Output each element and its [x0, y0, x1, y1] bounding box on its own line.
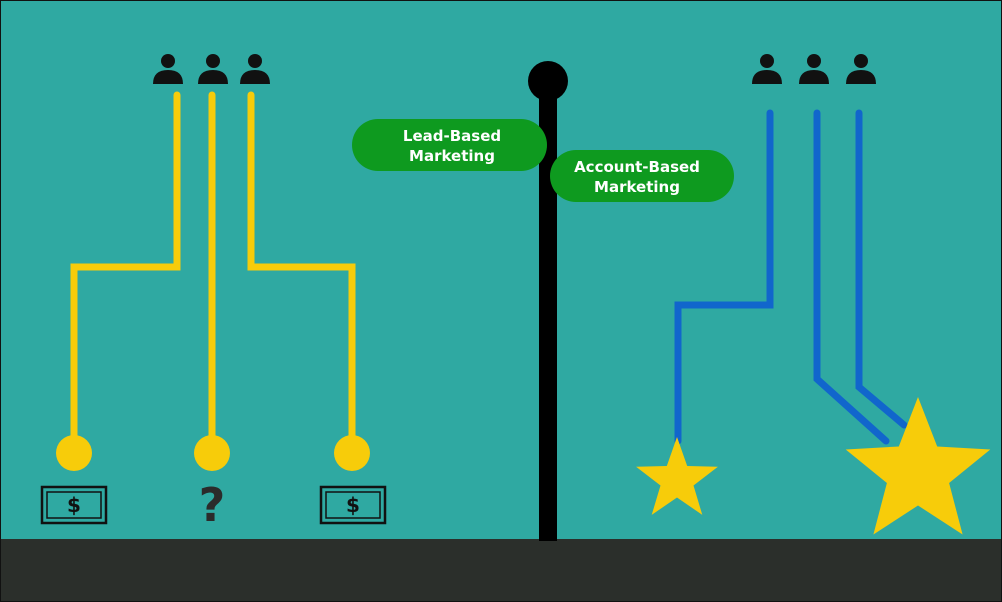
account-path-left [674, 109, 774, 445]
question-mark-icon: ? [199, 478, 226, 532]
account-sign-line1: Account-Based [574, 158, 700, 176]
dollar-bill-icon: $ [319, 485, 387, 525]
account-path-middle [813, 109, 890, 445]
dollar-bill-icon: $ [40, 485, 108, 525]
dollar-symbol: $ [67, 493, 81, 517]
account-based-sign: Account-Based Marketing [550, 150, 734, 202]
account-path-right [855, 109, 908, 429]
person-icon [752, 54, 782, 84]
person-icon [240, 54, 270, 84]
signpost-cap [528, 61, 568, 101]
person-icon [153, 54, 183, 84]
lead-based-sign: Lead-Based Marketing [352, 119, 547, 171]
star-icon [636, 437, 718, 515]
lead-path-left [70, 91, 181, 457]
person-icon [846, 54, 876, 84]
lead-endpoints [56, 435, 370, 471]
lead-sign-line1: Lead-Based [403, 127, 501, 145]
lead-people-group [153, 54, 270, 84]
person-icon [198, 54, 228, 84]
lead-path-right [247, 91, 356, 457]
ground [1, 539, 1001, 601]
lead-endpoint-middle [194, 435, 230, 471]
lead-endpoint-left [56, 435, 92, 471]
lead-paths [70, 91, 356, 457]
lead-endpoint-right [334, 435, 370, 471]
dollar-symbol: $ [346, 493, 360, 517]
signpost-pole [539, 85, 557, 541]
lead-sign-line2: Marketing [409, 147, 495, 165]
account-sign-line2: Marketing [594, 178, 680, 196]
account-people-group [752, 54, 876, 84]
person-icon [799, 54, 829, 84]
account-paths [674, 109, 908, 445]
star-icon [845, 397, 991, 535]
